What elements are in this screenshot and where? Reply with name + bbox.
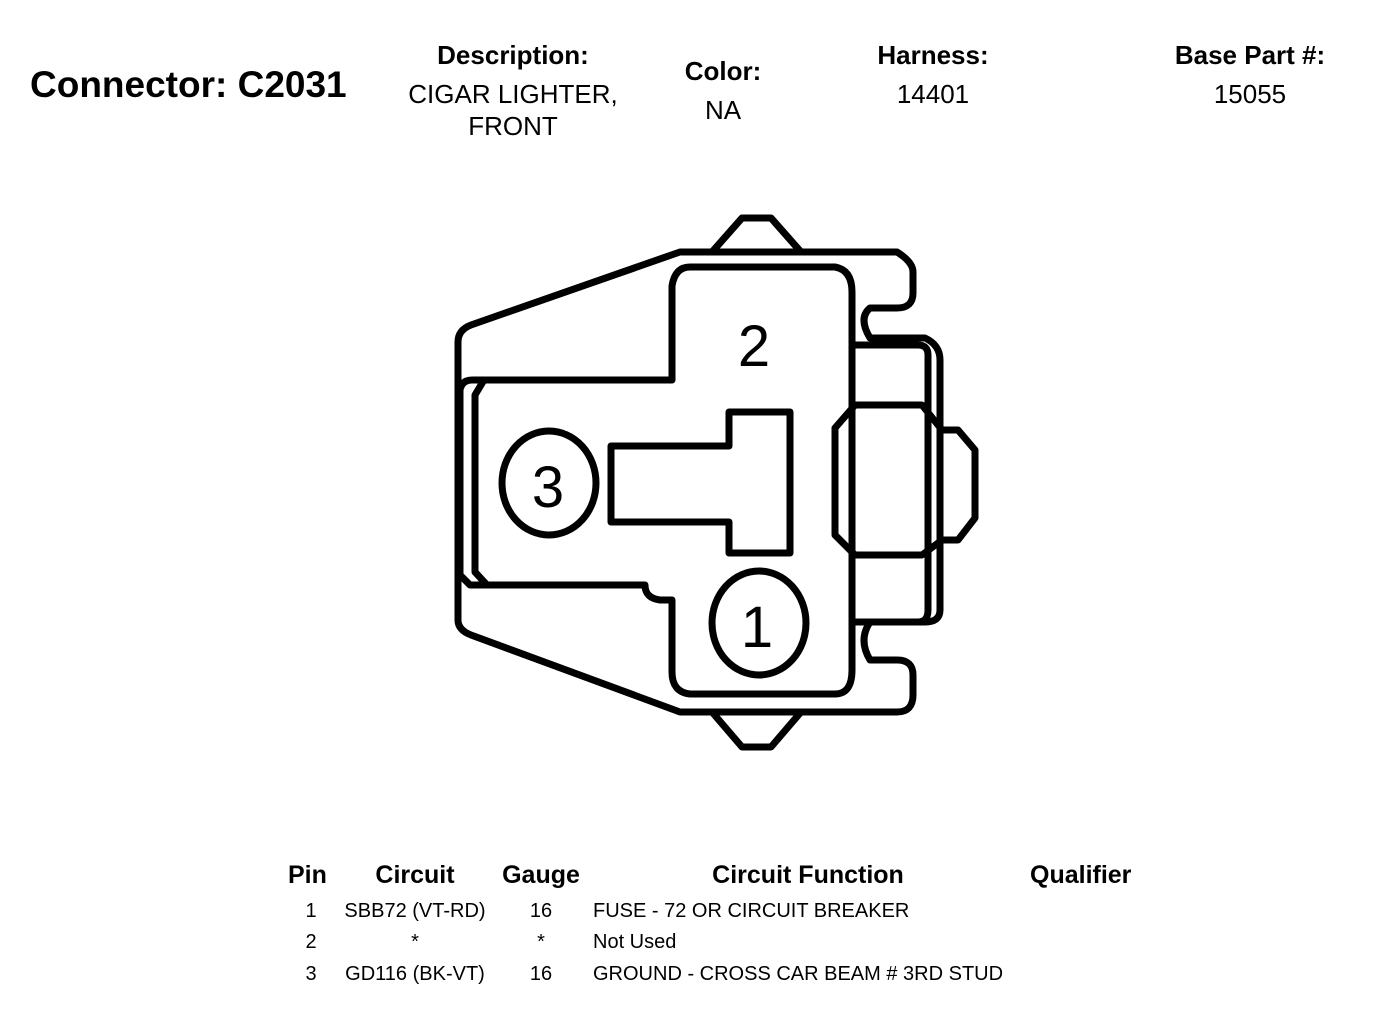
row-2-pin: 2 xyxy=(305,931,317,953)
outer-housing xyxy=(454,248,944,716)
pin-1-label: 1 xyxy=(741,595,773,660)
description-line-1: CIGAR LIGHTER, xyxy=(408,79,618,109)
row-3-gauge: 16 xyxy=(529,963,553,985)
harness-label: Harness: xyxy=(877,40,989,70)
description-label: Description: xyxy=(437,40,589,70)
header-circuit-function: Circuit Function xyxy=(712,861,904,889)
top-latch xyxy=(708,214,805,256)
header-gauge: Gauge xyxy=(502,861,580,889)
header-qualifier: Qualifier xyxy=(1030,861,1132,889)
row-3-circuit: GD116 (BK-VT) xyxy=(345,963,485,985)
base-part-label: Base Part #: xyxy=(1174,40,1326,70)
pin-3-label: 3 xyxy=(532,455,564,520)
row-2-function: Not Used xyxy=(593,931,677,953)
pin-3-circle xyxy=(498,427,600,539)
color-value: NA xyxy=(704,95,742,125)
pin-1-circle xyxy=(708,567,810,679)
center-keyway xyxy=(607,408,794,557)
description-line-2: FRONT xyxy=(468,111,558,141)
color-label: Color: xyxy=(684,56,762,86)
right-vertical-bar xyxy=(848,341,932,626)
bottom-latch xyxy=(708,708,805,751)
row-1-circuit: SBB72 (VT-RD) xyxy=(344,900,486,922)
row-1-gauge: 16 xyxy=(529,900,553,922)
row-2-gauge: * xyxy=(537,931,545,953)
row-3-pin: 3 xyxy=(305,963,317,985)
harness-value: 14401 xyxy=(896,79,970,109)
row-2-circuit: * xyxy=(411,931,419,953)
inner-body xyxy=(456,263,856,698)
header-circuit: Circuit xyxy=(375,861,455,889)
row-1-function: FUSE - 72 OR CIRCUIT BREAKER xyxy=(593,900,910,922)
row-3-function: GROUND - CROSS CAR BEAM # 3RD STUD xyxy=(593,963,1004,985)
row-1-pin: 1 xyxy=(305,900,317,922)
connector-title: Connector: C2031 xyxy=(30,64,347,105)
right-latch xyxy=(831,401,979,559)
left-inner-rail xyxy=(471,376,491,589)
pin-2-label: 2 xyxy=(738,314,770,379)
description-value: CIGAR LIGHTER, FRONT xyxy=(393,78,633,142)
header-pin: Pin xyxy=(288,861,327,889)
base-part-value: 15055 xyxy=(1213,79,1287,109)
